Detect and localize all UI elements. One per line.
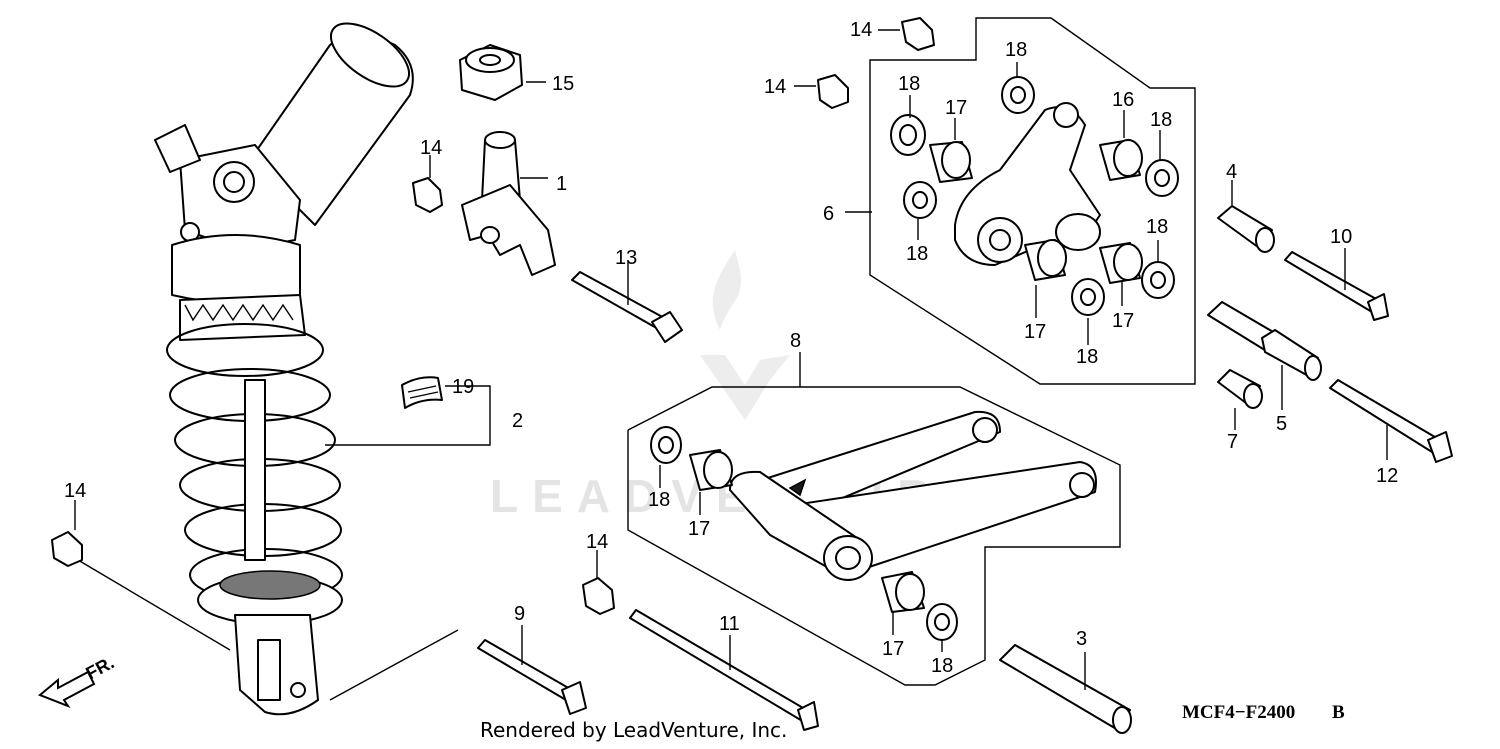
label-14-c: 14 [586, 531, 608, 553]
label-6: 6 [823, 203, 834, 225]
part-14-nuts [51, 17, 935, 615]
part-13-bolt [571, 262, 683, 343]
lower-parts [477, 609, 1132, 734]
part-8-link-group [627, 352, 1121, 686]
label-1: 1 [556, 173, 567, 195]
label-14-e: 14 [764, 76, 786, 98]
label-17-a: 17 [945, 97, 967, 119]
label-14-a: 14 [420, 137, 442, 159]
right-side-parts [1207, 180, 1453, 463]
label-3: 3 [1076, 628, 1087, 650]
label-5: 5 [1276, 413, 1287, 435]
part-15-nut [459, 44, 546, 101]
label-14-b: 14 [64, 480, 86, 502]
label-17-e: 17 [882, 638, 904, 660]
label-17-b: 17 [1024, 321, 1046, 343]
label-18-h: 18 [931, 655, 953, 677]
shock-absorber [154, 22, 414, 716]
label-10: 10 [1330, 226, 1352, 248]
part-1-clevis [461, 131, 556, 276]
label-18-e: 18 [1146, 216, 1168, 238]
label-8: 8 [790, 330, 801, 352]
label-2: 2 [512, 410, 523, 432]
leader-lines-shock [77, 385, 491, 701]
label-19: 19 [452, 376, 474, 398]
front-direction-marker: FR. [38, 652, 117, 709]
diagram-code: MCF4−F2400 [1182, 702, 1295, 723]
footer-credit: Rendered by LeadVenture, Inc. [480, 718, 787, 742]
label-17-c: 17 [1112, 310, 1134, 332]
label-16: 16 [1112, 89, 1134, 111]
label-18-a: 18 [1005, 39, 1027, 61]
label-18-f: 18 [1076, 346, 1098, 368]
label-12: 12 [1376, 465, 1398, 487]
label-4: 4 [1226, 161, 1237, 183]
label-18-g: 18 [648, 489, 670, 511]
label-18-b: 18 [898, 73, 920, 95]
part-19-label [401, 376, 480, 409]
label-11: 11 [719, 613, 740, 635]
label-14-d: 14 [850, 19, 872, 41]
label-17-d: 17 [688, 518, 710, 540]
label-15: 15 [552, 73, 574, 95]
leader-lines-misc [659, 62, 1161, 652]
label-9: 9 [514, 603, 525, 625]
label-7: 7 [1227, 431, 1238, 453]
label-18-c: 18 [1150, 109, 1172, 131]
label-18-d: 18 [906, 243, 928, 265]
part-6-arm-group [845, 17, 1196, 385]
diagram-code-suffix: B [1332, 702, 1345, 723]
label-13: 13 [615, 247, 637, 269]
part-labels: 1 2 3 4 5 6 7 8 9 10 11 12 13 14 14 14 1… [64, 19, 1398, 677]
